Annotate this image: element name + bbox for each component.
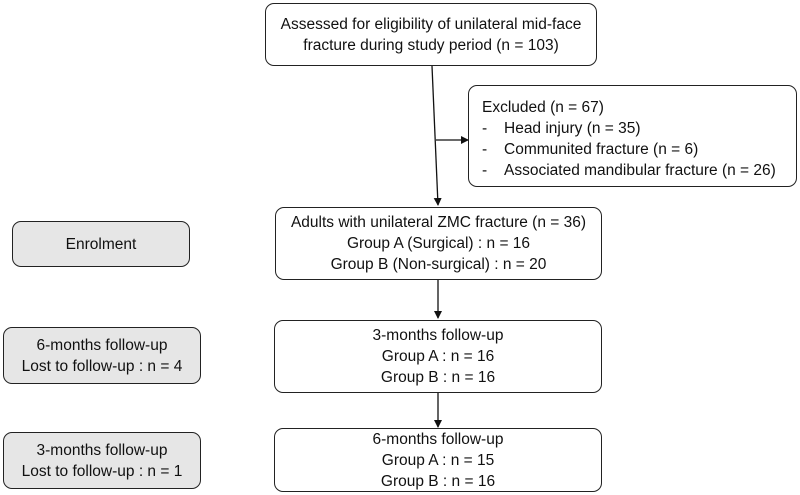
six-month-group-a: Group A : n = 15 xyxy=(381,451,495,469)
three-month-loss-count: Lost to follow-up : n = 1 xyxy=(21,462,183,480)
excluded-item-mandibular: Associated mandibular fracture (n = 26) xyxy=(504,162,776,179)
excluded-item: - Associated mandibular fracture (n = 26… xyxy=(482,160,796,181)
excluded-bullet: - xyxy=(482,162,488,179)
enrolled-line-3: Group B (Non-surgical) : n = 20 xyxy=(330,256,547,273)
enrolled-line-1: Adults with unilateral ZMC fracture (n =… xyxy=(290,214,587,231)
excluded-item-communited: Communited fracture (n = 6) xyxy=(504,141,699,158)
excluded-bullet: - xyxy=(482,120,488,137)
six-month-loss-box: 6-months follow-up Lost to follow-up : n… xyxy=(3,327,201,384)
three-month-loss-box: 3-months follow-up Lost to follow-up : n… xyxy=(3,432,201,489)
arrow-assessed-to-enrolled xyxy=(431,65,442,206)
enrolled-box: Adults with unilateral ZMC fracture (n =… xyxy=(275,207,602,280)
three-month-loss-title: 3-months follow-up xyxy=(36,441,168,459)
six-month-loss-title: 6-months follow-up xyxy=(36,336,168,354)
enrolled-line-2: Group A (Surgical) : n = 16 xyxy=(346,235,531,252)
excluded-item: - Head injury (n = 35) xyxy=(482,118,796,139)
three-month-group-b: Group B : n = 16 xyxy=(380,369,496,386)
six-month-loss-count: Lost to follow-up : n = 4 xyxy=(21,357,183,375)
three-month-box: 3-months follow-up Group A : n = 16 Grou… xyxy=(274,320,602,393)
excluded-item: - Communited fracture (n = 6) xyxy=(482,139,796,160)
enrolment-label-box: Enrolment xyxy=(12,221,190,267)
assessed-line-2: fracture during study period (n = 103) xyxy=(303,36,559,54)
excluded-box: Excluded (n = 67) - Head injury (n = 35)… xyxy=(468,85,797,187)
six-month-group-b: Group B : n = 16 xyxy=(380,472,496,490)
assessed-line-1: Assessed for eligibility of unilateral m… xyxy=(280,15,582,33)
assessed-box: Assessed for eligibility of unilateral m… xyxy=(265,3,597,66)
three-month-title: 3-months follow-up xyxy=(372,327,504,344)
enrolment-label: Enrolment xyxy=(65,235,137,253)
excluded-item-head-injury: Head injury (n = 35) xyxy=(504,120,641,137)
six-month-box: 6-months follow-up Group A : n = 15 Grou… xyxy=(274,428,602,492)
excluded-title: Excluded (n = 67) xyxy=(482,99,604,116)
excluded-bullet: - xyxy=(482,141,488,158)
six-month-title: 6-months follow-up xyxy=(372,430,504,448)
three-month-group-a: Group A : n = 16 xyxy=(381,348,495,365)
